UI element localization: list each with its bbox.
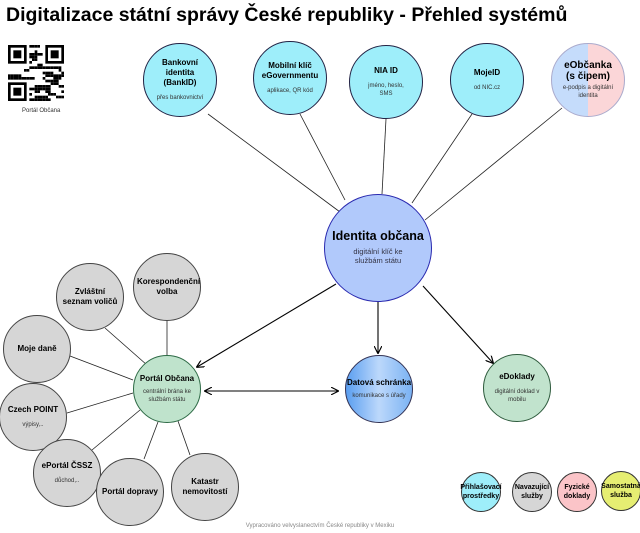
service-zvlastni-seznam: Zvláštní seznam voličů [56,263,124,331]
legend-prihlasovaci: Přihlašovací prostředky [460,472,502,512]
legend-navazujici: Navazující služby [512,472,552,512]
provider-eobcanka: eObčanka (s čipem)e-podpis a digitální i… [551,43,625,117]
qr-label: Portál Občana [22,108,61,114]
service-portal-dopravy: Portál dopravy [96,458,164,526]
legend-fyzicke: Fyzické doklady [557,472,597,512]
legend-samostatna: Samostatná služba [601,471,640,511]
service-moje-dane: Moje daně [3,315,71,383]
footer-credit: Vypracováno velvyslanectvím České republ… [245,523,395,529]
qr-code [8,45,64,101]
provider-bankid: Bankovní identita (BankID)přes bankovnic… [143,43,217,117]
page-title: Digitalizace státní správy České republi… [6,4,568,26]
service-korespondencni-volba: Korespondenční volba [133,253,201,321]
service-katastr: Katastr nemovitostí [171,453,239,521]
